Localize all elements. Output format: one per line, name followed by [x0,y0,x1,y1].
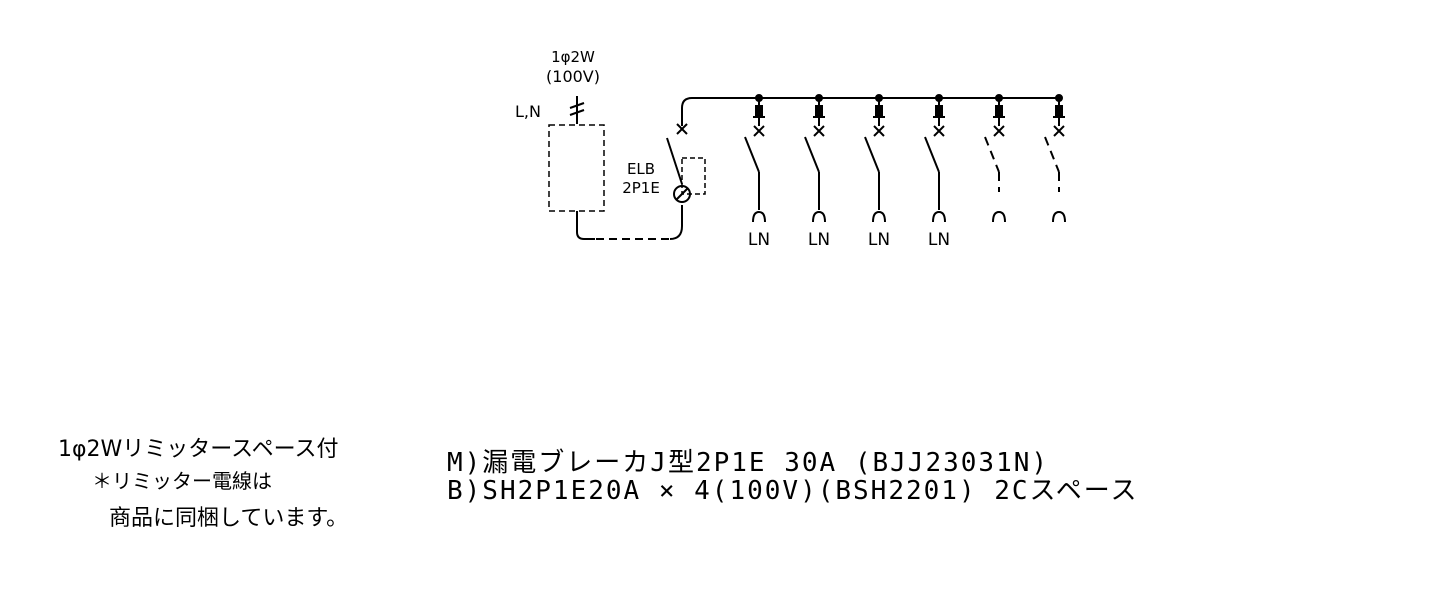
branch-load-label: LN [928,230,950,250]
branch-3: LN [864,94,890,250]
terminal-block [995,105,1003,116]
supply-lines-label: L,N [515,102,541,121]
terminal-block [935,105,943,116]
branch-6 [1044,94,1066,223]
outlet-arc [812,210,826,223]
terminal-block [755,105,763,116]
terminal-block [875,105,883,116]
limiter-space-box [548,124,605,212]
spec-branch-breakers: B)SH2P1E20A × 4(100V)(BSH2201) 2Cスペース [447,476,1139,506]
branch-load-label: LN [808,230,830,250]
outlet-arc [992,210,1006,223]
elb-name-label: ELB [627,160,655,178]
branch-load-label: LN [868,230,890,250]
limiter-to-elb-wire [576,211,595,240]
incoming-line [569,96,585,124]
note-included: 商品に同梱しています。 [109,506,349,531]
elb-poles-label: 2P1E [622,179,660,197]
outlet-arc [932,210,946,223]
main-elb-symbol [666,97,706,203]
supply-voltage-label: (100V) [546,67,600,86]
branch-2: LN [804,94,830,250]
outlet-arc [752,210,766,223]
terminal-block [815,105,823,116]
supply-phase-label: 1φ2W [551,48,595,66]
branch-5 [984,94,1006,223]
note-limiter-wire: ＊リミッター電線は [92,469,272,493]
outlet-arc [872,210,886,223]
outlet-arc [1052,210,1066,223]
elb-lower-wire [669,205,683,240]
spec-main-breaker: M)漏電ブレーカJ型2P1E 30A (BJJ23031N) [447,448,1050,478]
terminal-block [1055,105,1063,116]
branch-1: LN [744,94,770,250]
branch-load-label: LN [748,230,770,250]
note-limiter-space: 1φ2Wリミッタースペース付 [58,437,339,462]
branch-circuits: LN LN LN LN [744,94,1066,250]
branch-4: LN [924,94,950,250]
